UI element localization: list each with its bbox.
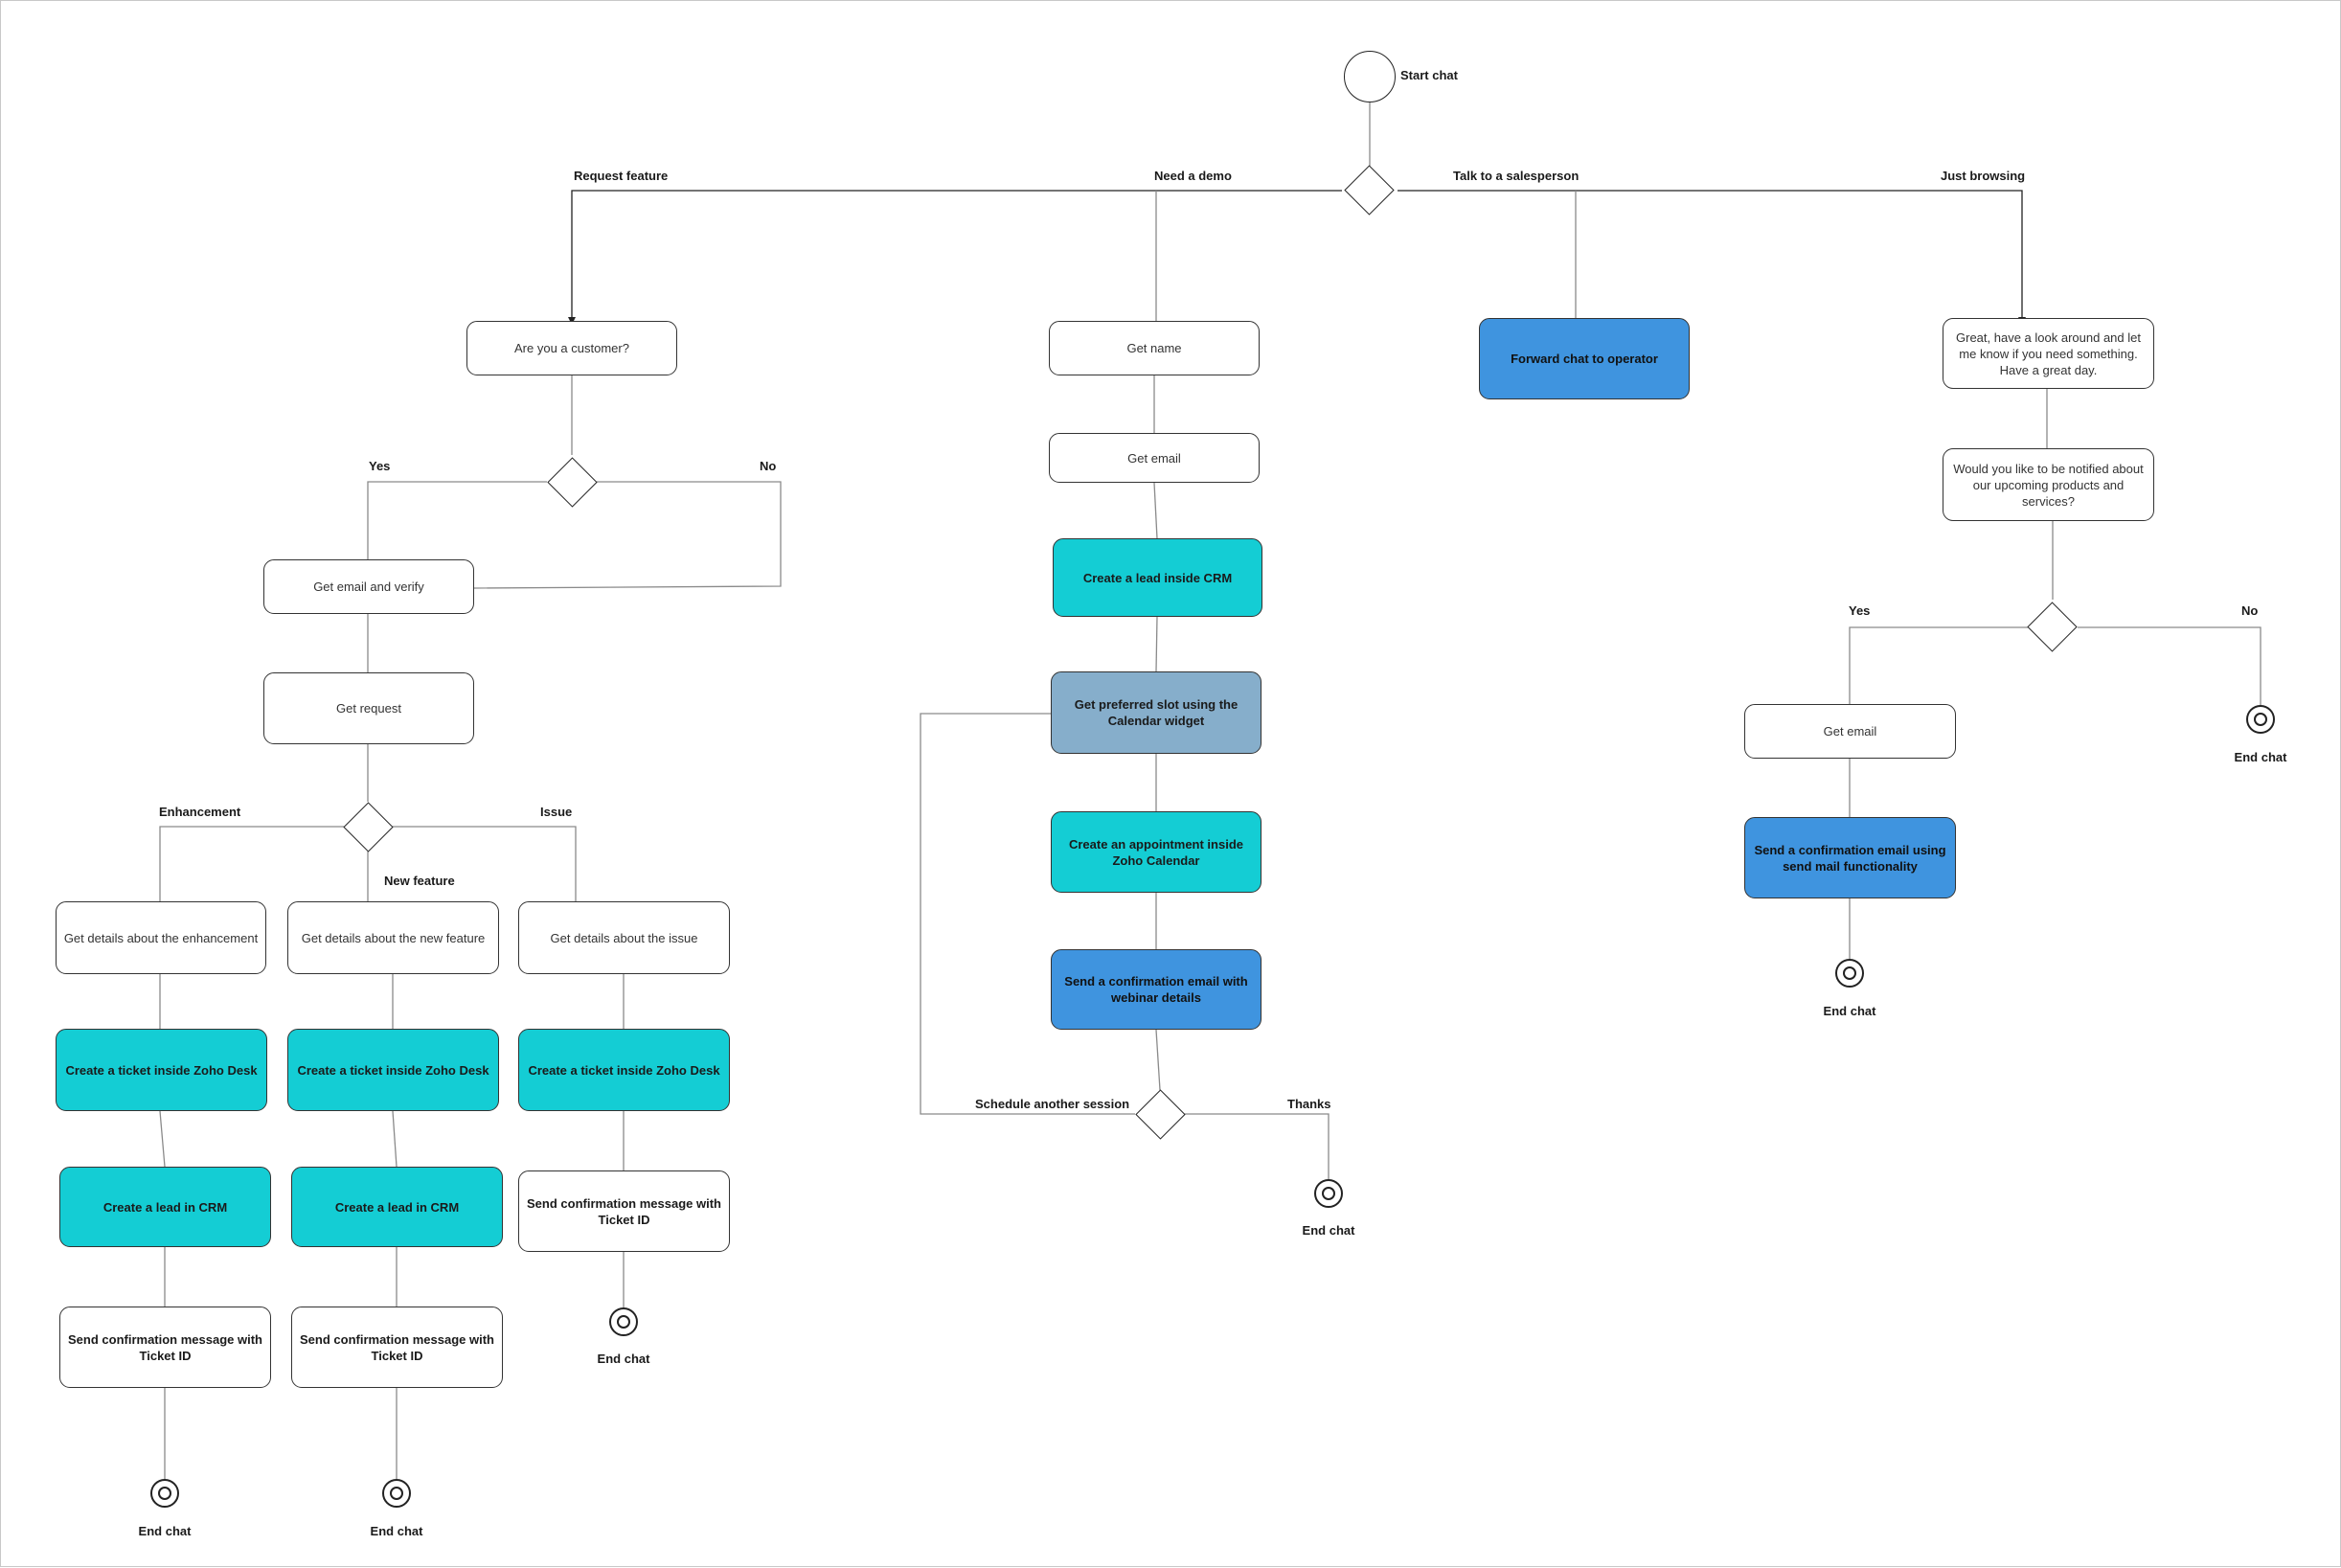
end-label-notify-no: End chat bbox=[2234, 750, 2287, 764]
enhancement-label: Enhancement bbox=[159, 805, 241, 819]
edge-notify-no bbox=[2078, 626, 2261, 705]
end-label-notify-yes: End chat bbox=[1823, 1004, 1876, 1018]
start-label: Start chat bbox=[1400, 68, 1458, 82]
edge-customer-no bbox=[473, 481, 782, 589]
end-node-notify-no bbox=[2246, 705, 2275, 734]
end-label-enhancement: End chat bbox=[138, 1524, 192, 1538]
branch-label-talk-sales: Talk to a salesperson bbox=[1453, 169, 1580, 183]
confirm-webinar-box: Send a confirmation email with webinar d… bbox=[1051, 949, 1261, 1030]
get-email-box-demo: Get email bbox=[1049, 433, 1260, 483]
forward-operator-box: Forward chat to operator bbox=[1479, 318, 1690, 399]
notify-question-box: Would you like to be notified about our … bbox=[1943, 448, 2154, 521]
create-ticket-box-2: Create a ticket inside Zoho Desk bbox=[287, 1029, 499, 1111]
start-node bbox=[1344, 51, 1396, 102]
create-appointment-box: Create an appointment inside Zoho Calend… bbox=[1051, 811, 1261, 893]
notify-no-label: No bbox=[2241, 603, 2259, 618]
create-lead-box-2: Create a lead in CRM bbox=[291, 1167, 503, 1247]
end-node-issue bbox=[609, 1307, 638, 1336]
end-label-demo: End chat bbox=[1302, 1223, 1355, 1238]
thanks-label: Thanks bbox=[1287, 1097, 1331, 1111]
customer-yes-label: Yes bbox=[369, 459, 391, 473]
get-name-box: Get name bbox=[1049, 321, 1260, 375]
confirm-ticket-box-1: Send confirmation message with Ticket ID bbox=[59, 1307, 271, 1388]
edge-just-browsing bbox=[1398, 190, 2026, 325]
edge-thanks bbox=[1185, 1113, 1330, 1179]
edge-notify-yes bbox=[1849, 626, 2028, 704]
branch-label-just-browsing: Just browsing bbox=[1941, 169, 2026, 183]
are-you-customer-box: Are you a customer? bbox=[466, 321, 677, 375]
get-email-box-browse: Get email bbox=[1744, 704, 1956, 759]
edge-issue bbox=[392, 826, 577, 901]
branch-label-request-feature: Request feature bbox=[574, 169, 669, 183]
end-node-enhancement bbox=[150, 1479, 179, 1508]
create-ticket-box-3: Create a ticket inside Zoho Desk bbox=[518, 1029, 730, 1111]
edge-request-feature bbox=[568, 190, 1342, 325]
preferred-slot-box: Get preferred slot using the Calendar wi… bbox=[1051, 671, 1261, 754]
end-node-demo bbox=[1314, 1179, 1343, 1208]
confirm-mail-box: Send a confirmation email using send mai… bbox=[1744, 817, 1956, 898]
details-new-feature-box: Get details about the new feature bbox=[287, 901, 499, 974]
get-request-box: Get request bbox=[263, 672, 474, 744]
end-node-notify-yes bbox=[1835, 959, 1864, 988]
new-feature-label: New feature bbox=[384, 874, 455, 888]
branch-label-need-demo: Need a demo bbox=[1154, 169, 1232, 183]
edge-customer-yes bbox=[367, 481, 547, 559]
customer-no-label: No bbox=[760, 459, 777, 473]
create-lead-box-1: Create a lead in CRM bbox=[59, 1167, 271, 1247]
edge-enhancement bbox=[159, 826, 344, 901]
confirm-ticket-box-3: Send confirmation message with Ticket ID bbox=[518, 1170, 730, 1252]
schedule-another-label: Schedule another session bbox=[975, 1097, 1130, 1111]
look-around-box: Great, have a look around and let me kno… bbox=[1943, 318, 2154, 389]
details-enhancement-box: Get details about the enhancement bbox=[56, 901, 266, 974]
get-email-verify-box: Get email and verify bbox=[263, 559, 474, 614]
create-lead-crm-box: Create a lead inside CRM bbox=[1053, 538, 1262, 617]
issue-label: Issue bbox=[540, 805, 573, 819]
notify-yes-label: Yes bbox=[1849, 603, 1871, 618]
edge-schedule-another bbox=[920, 713, 1135, 1115]
end-label-new-feature: End chat bbox=[370, 1524, 423, 1538]
create-ticket-box-1: Create a ticket inside Zoho Desk bbox=[56, 1029, 267, 1111]
details-issue-box: Get details about the issue bbox=[518, 901, 730, 974]
end-label-issue: End chat bbox=[597, 1352, 650, 1366]
end-node-new-feature bbox=[382, 1479, 411, 1508]
confirm-ticket-box-2: Send confirmation message with Ticket ID bbox=[291, 1307, 503, 1388]
